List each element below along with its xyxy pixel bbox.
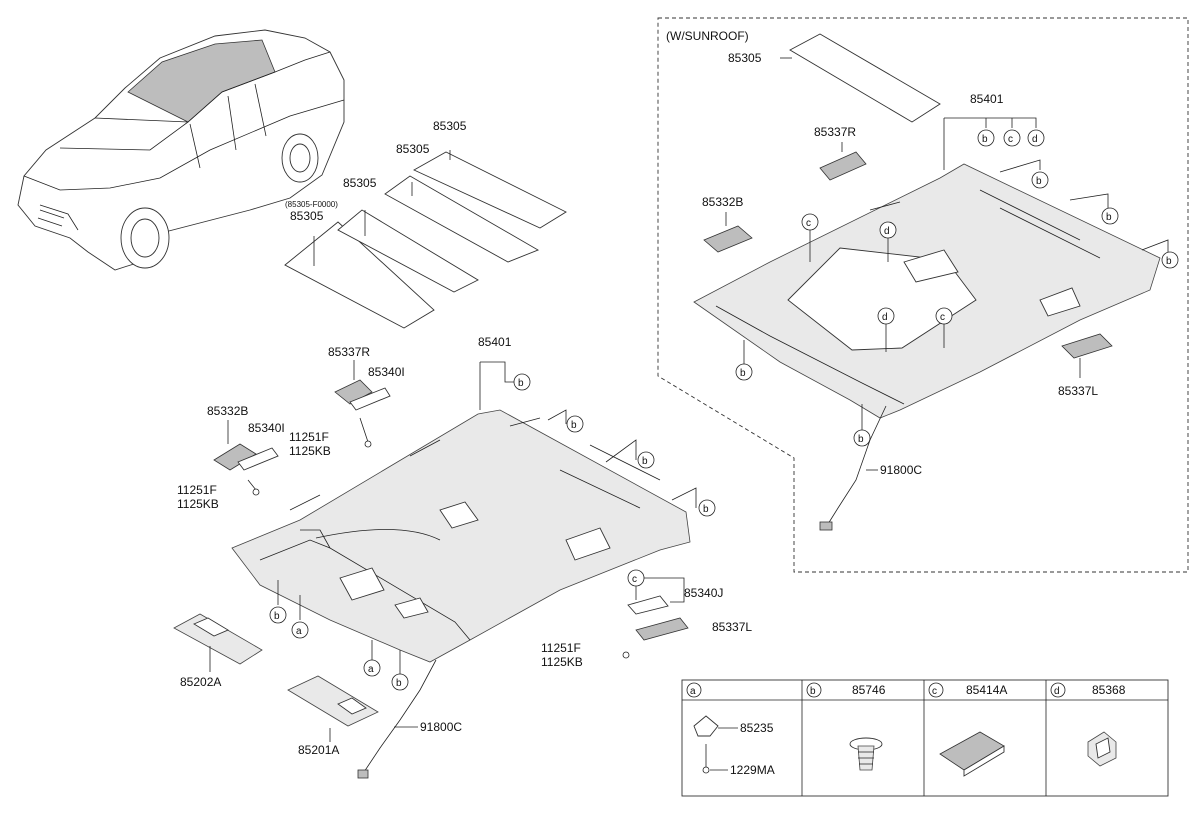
sunroof-trim-panels (284, 150, 567, 329)
sunroof-bracket-85332B (703, 225, 753, 253)
main-wiring-harness (363, 659, 437, 773)
callout-c: c (806, 218, 811, 229)
legend-part-b: 85746 (852, 683, 886, 697)
legend-letter-b: b (810, 686, 816, 697)
fastener-legend-table: a b 85746 c 85414A d 85368 85235 1229MA (681, 679, 1169, 797)
label-sunroof-85337L: 85337L (1058, 384, 1098, 398)
label-main-1125KB-right: 1125KB (541, 655, 583, 669)
label-main-11251F-lower: 11251F (177, 483, 217, 497)
label-main-85401: 85401 (478, 335, 512, 349)
main-headliner (231, 409, 691, 663)
legend-part-a-1229MA: 1229MA (730, 763, 775, 777)
callout-d: d (882, 312, 888, 323)
legend-part-d: 85368 (1092, 683, 1126, 697)
legend-part-a-85235: 85235 (740, 721, 774, 735)
callout-c: c (632, 574, 637, 585)
sunroof-bracket-85337R (819, 151, 867, 181)
callout-b: b (571, 420, 577, 431)
callout-b: b (858, 434, 864, 445)
label-main-85332B: 85332B (207, 404, 248, 418)
label-main-1125KB-lower: 1125KB (177, 497, 219, 511)
callout-c: c (940, 312, 945, 323)
callout-b: b (518, 378, 524, 389)
label-85201A: 85201A (298, 743, 339, 757)
label-sunroof-85401: 85401 (970, 92, 1004, 106)
callout-b: b (396, 678, 402, 689)
main-callouts: b b b b b a a b (269, 373, 716, 691)
sunroof-headliner (693, 163, 1161, 419)
label-main-1125KB-upper: 1125KB (289, 444, 331, 458)
label-85305-c: 85305 (396, 142, 430, 156)
label-main-85340J: 85340J (684, 586, 723, 600)
panel-85305-d (413, 151, 567, 229)
callout-b: b (1106, 212, 1112, 223)
sunroof-callouts: b c d b b b c d d c b b (735, 129, 1179, 447)
label-sunroof-85305: 85305 (728, 51, 762, 65)
sun-visors (173, 613, 379, 742)
clip-85368-icon (1087, 731, 1117, 767)
callout-b: b (740, 368, 746, 379)
callout-b: b (1166, 256, 1172, 267)
label-main-85337L: 85337L (712, 620, 752, 634)
main-handles (213, 360, 689, 659)
label-85305-b: 85305 (343, 176, 377, 190)
legend-letter-c: c (932, 686, 937, 697)
connector-icon (819, 521, 833, 531)
label-85202A: 85202A (180, 675, 221, 689)
callout-b: b (982, 134, 988, 145)
label-main-91800C: 91800C (420, 720, 462, 734)
legend-letter-a: a (690, 686, 696, 697)
label-85305-d: 85305 (433, 119, 467, 133)
callout-d: d (1032, 134, 1038, 145)
car-illustration (17, 29, 345, 271)
sunroof-box-title: (W/SUNROOF) (666, 29, 749, 43)
sunroof-panel-85305 (789, 33, 941, 123)
label-main-85340I-lower: 85340I (248, 421, 285, 435)
callout-b: b (1036, 176, 1042, 187)
sunroof-option-box (657, 17, 1189, 573)
legend-part-c: 85414A (966, 683, 1007, 697)
label-85305-part-code: (85305-F0000) (285, 200, 338, 209)
panel-85305-c (384, 175, 540, 263)
clip-85235-icon (693, 715, 719, 737)
sunroof-wiring-harness (827, 405, 887, 525)
panel-85305-b (337, 209, 479, 293)
callout-a: a (368, 664, 374, 675)
label-main-11251F-upper: 11251F (289, 430, 329, 444)
label-main-85340I-upper: 85340I (368, 365, 405, 379)
sunroof-bracket-85337L (1061, 333, 1113, 359)
callout-c: c (1008, 134, 1013, 145)
clip-85746-icon (849, 737, 883, 771)
label-sunroof-85332B: 85332B (702, 195, 743, 209)
panel-85305-a (284, 221, 435, 329)
label-sunroof-91800C: 91800C (880, 463, 922, 477)
callout-d: d (884, 226, 890, 237)
label-sunroof-85337R: 85337R (814, 125, 856, 139)
label-main-11251F-right: 11251F (541, 641, 581, 655)
connector-icon (357, 769, 369, 779)
callout-b: b (274, 611, 280, 622)
label-main-85337R: 85337R (328, 345, 370, 359)
callout-b: b (703, 504, 709, 515)
callout-a: a (296, 626, 302, 637)
callout-b: b (642, 456, 648, 467)
legend-letter-d: d (1054, 686, 1060, 697)
label-85305-a: 85305 (290, 209, 324, 223)
